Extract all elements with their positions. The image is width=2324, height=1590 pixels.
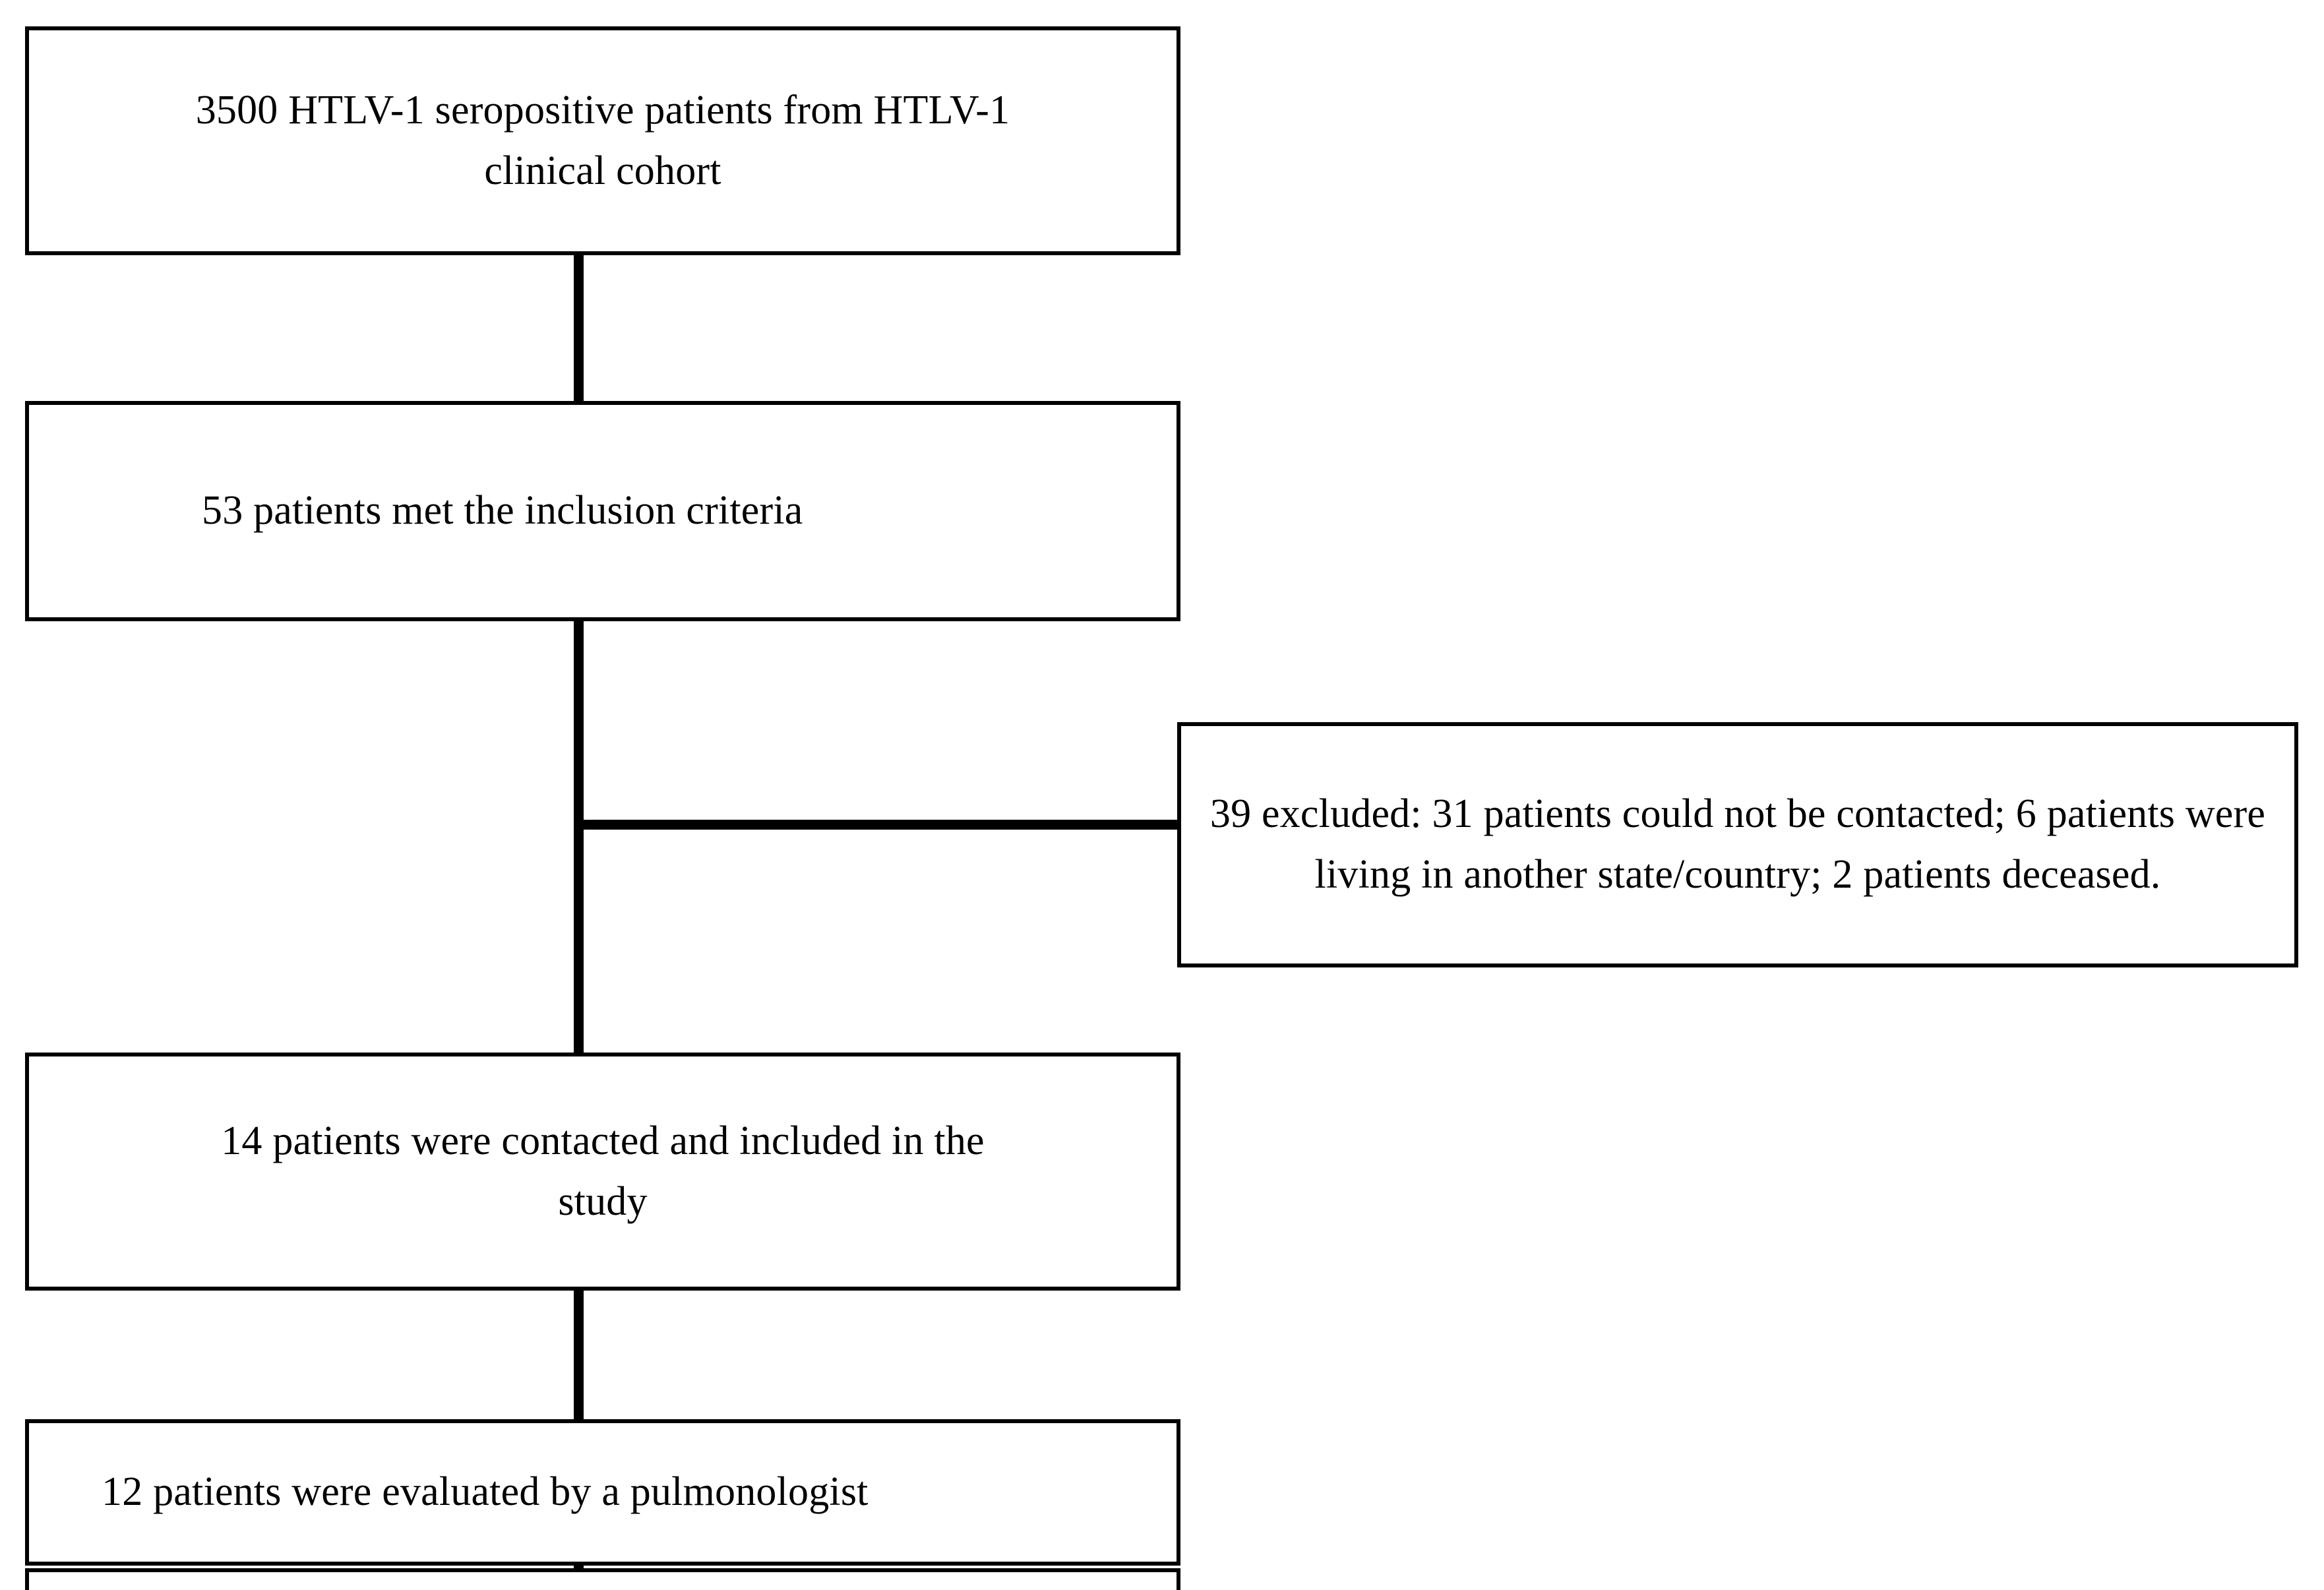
flow-node-evaluated-label: 12 patients were evaluated by a pulmonol… <box>102 1469 869 1515</box>
flow-node-contacted: 14 patients were contacted and included … <box>25 1053 1180 1291</box>
flow-node-evaluated: 12 patients were evaluated by a pulmonol… <box>25 1419 1180 1566</box>
flow-node-partial <box>25 1568 1180 1590</box>
flow-node-contacted-label: 14 patients were contacted and included … <box>221 1118 985 1224</box>
flow-node-cohort-label: 3500 HTLV-1 seropositive patients from H… <box>195 87 1010 193</box>
flow-node-excluded-label: 39 excluded: 31 patients could not be co… <box>1209 791 2266 897</box>
connector-inclusion-to-excluded <box>574 820 1181 830</box>
flow-node-cohort: 3500 HTLV-1 seropositive patients from H… <box>25 26 1180 255</box>
flow-node-inclusion: 53 patients met the inclusion criteria <box>25 401 1180 621</box>
connector-cohort-to-inclusion <box>574 251 584 404</box>
connector-inclusion-to-contacted <box>574 617 584 1055</box>
flow-node-inclusion-label: 53 patients met the inclusion criteria <box>202 488 803 534</box>
flow-node-excluded: 39 excluded: 31 patients could not be co… <box>1177 722 2298 967</box>
connector-contacted-to-evaluated <box>574 1287 584 1422</box>
